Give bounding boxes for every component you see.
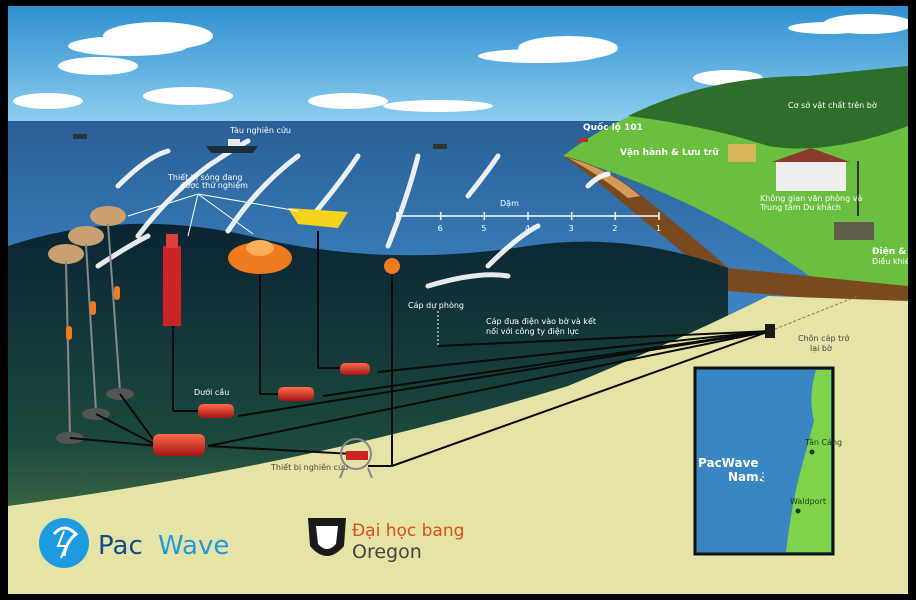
visitor-center-label: Trung tâm Du khách: [759, 203, 841, 212]
subsea-connector-label: Dưới cầu: [194, 387, 229, 397]
boat-icon: [578, 138, 588, 142]
forest-hills: [628, 66, 908, 149]
highway-label: Quốc lộ 101: [583, 122, 643, 133]
operations-label: Vận hành & Lưu trữ: [620, 148, 719, 158]
mile-tick-label: 5: [481, 224, 486, 233]
device-callouts: [127, 193, 299, 237]
mile-tick-label: 3: [569, 224, 574, 233]
waves: [95, 138, 611, 289]
pacwave-logo-icon: [39, 518, 89, 568]
export-cable-label-1: Cáp đưa điện vào bờ và kết: [486, 316, 596, 326]
osu-logo-line2: Oregon: [352, 541, 422, 563]
attenuator-device: [228, 240, 292, 274]
osu-logo-line1: Đại học bang: [352, 521, 464, 541]
osu-logo: Đại học bang Oregon: [308, 518, 464, 563]
inset-map: PacWave Nam. Tân Cảng Waldport: [693, 366, 842, 556]
mile-tick-label: 1: [656, 224, 661, 233]
pacwave-logo: Pac Wave: [39, 518, 229, 568]
pacwave-logo-text-1: Pac: [98, 531, 143, 561]
research-vessel-icon: [206, 139, 258, 153]
mile-scale: 7 6 5 4 3 2 1: [394, 212, 661, 233]
visitor-center-sublabel: Không gian văn phòng và: [760, 193, 862, 203]
seabed: [8, 296, 908, 594]
map-site-label-1: PacWave: [698, 456, 759, 470]
diagram-canvas: 7 6 5 4 3 2 1 Dặm: [8, 6, 908, 594]
oscillating-column-device: [163, 246, 181, 326]
research-vessel-label: Tàu nghiên cứu: [229, 125, 291, 135]
float-markers: [66, 286, 120, 340]
mile-tick-label: 4: [525, 224, 530, 233]
power-control-label-2: Điều khiển: [872, 256, 908, 266]
miles-label: Dặm: [500, 199, 519, 209]
clouds: [13, 14, 908, 112]
map-town-north: Tân Cảng: [804, 437, 842, 447]
research-equipment-label: Thiết bị nghiên cứu: [270, 462, 348, 473]
cable-vault: [765, 324, 775, 338]
wave-devices-label: Thiết bị sóng đang: [167, 172, 243, 183]
pacwave-diagram: 7 6 5 4 3 2 1 Dặm: [8, 6, 908, 594]
spare-cable-label: Cáp dự phòng: [408, 300, 464, 311]
mile-tick-label: 6: [438, 224, 443, 233]
mooring-note: Cơ sở hạ tầng neo không được hiển thị: [30, 470, 185, 481]
spar-buoy: [384, 258, 400, 274]
power-control-label-1: Điện &: [872, 247, 906, 257]
cables: [69, 231, 771, 467]
mile-tick-label: 2: [612, 224, 617, 233]
onshore-facility: [728, 144, 874, 240]
onshore-facility-label: Cơ sở vật chất trên bờ: [788, 100, 877, 111]
wave-devices-sublabel: được thử nghiệm: [180, 180, 248, 190]
buried-cable-label-1: Chôn cáp trở: [798, 333, 850, 343]
map-town-south: Waldport: [790, 497, 826, 506]
export-cable-label-2: nối với công ty điện lực: [486, 326, 579, 337]
subsea-connectors: [153, 363, 370, 456]
boat-icon: [433, 144, 447, 149]
research-equipment-icon: [339, 438, 373, 479]
map-site-label-2: Nam.: [728, 470, 763, 484]
pacwave-logo-text-2: Wave: [158, 531, 229, 561]
buried-cable-label-2: lại bờ: [810, 343, 832, 354]
surface-vessel-device: [288, 208, 348, 228]
boat-icon: [73, 134, 87, 139]
mile-tick-label: 7: [394, 224, 399, 233]
